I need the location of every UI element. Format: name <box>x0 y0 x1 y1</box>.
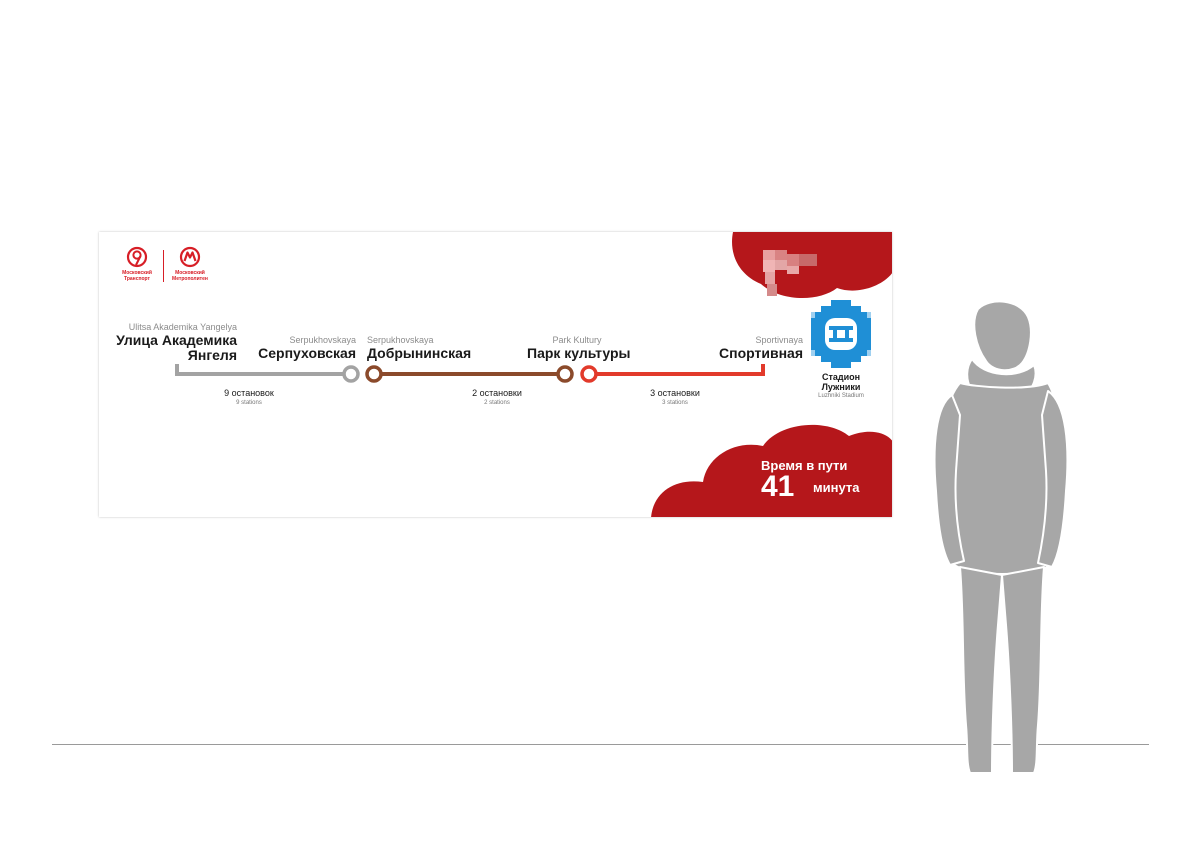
station-dobryninskaya: Serpukhovskaya Добрынинская <box>367 335 471 361</box>
station-russian-name: Добрынинская <box>367 345 472 361</box>
logo-text: Московский Транспорт <box>122 270 152 282</box>
segment-stops-brown: 2 остановки 2 stations <box>457 388 537 407</box>
station-latin-name: Ulitsa Akademika Yangelya <box>128 322 237 332</box>
moscow-transport-logo: Московский Транспорт <box>117 246 157 282</box>
station-russian-name: Улица Академика <box>116 332 237 348</box>
station-latin-name: Park Kultury <box>552 335 602 345</box>
station-russian-name: Янгеля <box>187 347 237 363</box>
station-park-kultury: Park Kultury Парк культуры <box>527 335 631 361</box>
destination-english-name: Luzhniki Stadium <box>818 393 864 399</box>
logo-group: Московский Транспорт Московский Метропол… <box>117 246 210 282</box>
bottom-cloud <box>651 424 892 517</box>
station-ulitsa-akademika-yangelya: Ulitsa Akademika Yangelya Улица Академик… <box>116 322 237 363</box>
stops-count-ru: 9 остановок <box>224 388 274 398</box>
transfer-node-red <box>580 365 598 383</box>
logo-divider <box>163 250 164 282</box>
stops-count-ru: 3 остановки <box>650 388 700 398</box>
logo-text: Московский Метрополитен <box>172 270 208 282</box>
metro-logo-icon <box>179 246 201 268</box>
travel-time-minutes: 41 <box>761 470 795 503</box>
route-sign: Московский Транспорт Московский Метропол… <box>99 232 892 517</box>
station-russian-name: Серпуховская <box>258 345 356 361</box>
station-serpukhovskaya: Serpukhovskaya Серпуховская <box>258 335 356 361</box>
segment-stops-gray: 9 остановок 9 stations <box>209 388 289 407</box>
transfer-node-brown <box>556 365 574 383</box>
pixelated-sign-icon <box>763 250 817 296</box>
person-silhouette-icon <box>933 300 1069 774</box>
route-line <box>175 364 765 383</box>
travel-time-label: Время в пути <box>761 458 848 473</box>
station-latin-name: Serpukhovskaya <box>289 335 356 345</box>
stops-count-en: 2 stations <box>484 400 510 406</box>
transfer-node-gray <box>342 365 360 383</box>
stops-count-en: 9 stations <box>236 400 262 406</box>
luzhniki-stadium-icon <box>811 300 871 368</box>
moscow-transport-logo-icon <box>126 246 148 268</box>
station-latin-name: Serpukhovskaya <box>367 335 434 345</box>
stops-count-ru: 2 остановки <box>472 388 522 398</box>
destination-russian-name: Стадион Лужники <box>821 372 861 392</box>
floor-line <box>52 744 1149 745</box>
segment-stops-red: 3 остановки 3 stations <box>635 388 715 407</box>
destination: Стадион Лужники Luzhniki Stadium <box>811 372 871 400</box>
station-russian-name: Парк культуры <box>527 345 631 361</box>
transfer-node-brown <box>365 365 383 383</box>
metro-logo: Московский Метрополитен <box>170 246 210 282</box>
travel-time-unit: минута <box>813 480 860 495</box>
station-latin-name: Sportivnaya <box>755 335 803 345</box>
station-sportivnaya: Sportivnaya Спортивная <box>719 335 803 361</box>
stops-count-en: 3 stations <box>662 400 688 406</box>
station-russian-name: Спортивная <box>719 345 803 361</box>
